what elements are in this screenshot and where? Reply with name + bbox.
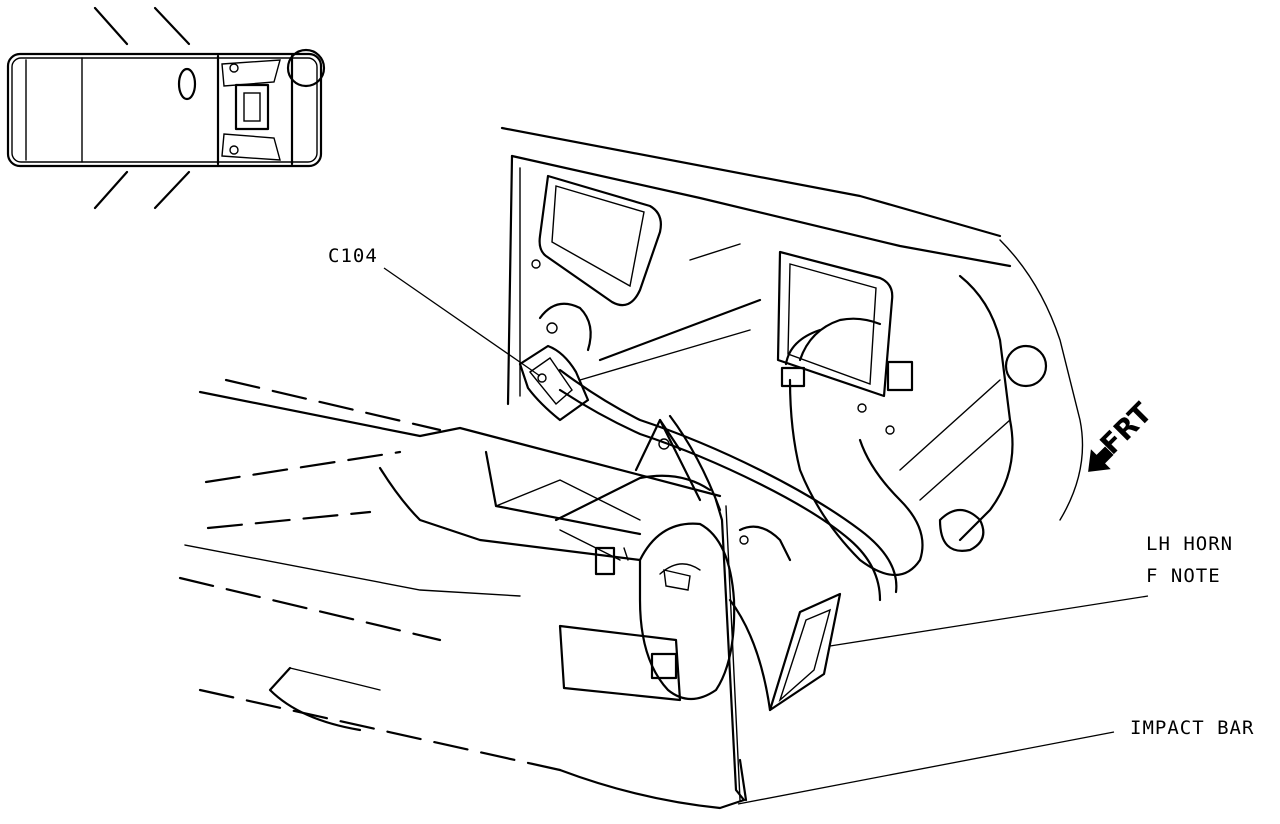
callout-impact-bar: IMPACT BAR: [1130, 717, 1254, 739]
front-direction-indicator: FRT: [1088, 396, 1158, 472]
wiring-harness: [558, 317, 924, 602]
leader-horn: [829, 595, 1149, 647]
callout-horn-line2: F NOTE: [1146, 565, 1221, 587]
callout-c104: C104: [328, 245, 378, 267]
callout-horn-line1: LH HORN: [1146, 533, 1233, 555]
vehicle-top-view-icon: [6, 6, 326, 210]
horn: [554, 418, 842, 712]
front-body-contours: [178, 378, 722, 772]
fender-inner-panel: [500, 126, 1084, 552]
leader-c104: [383, 267, 541, 377]
leader-lines: [383, 267, 1149, 805]
connector-c104: [518, 302, 592, 422]
leader-impact-bar: [737, 731, 1115, 805]
